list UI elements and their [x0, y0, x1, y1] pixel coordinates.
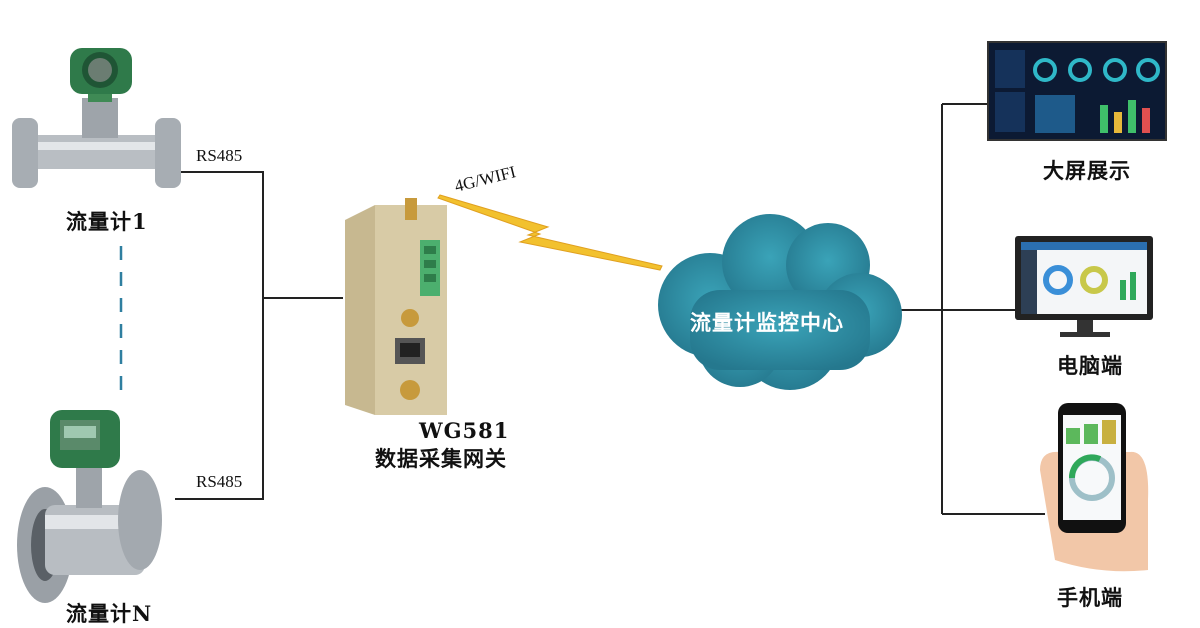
bigscreen-label: 大屏展示 — [1043, 158, 1131, 183]
gateway-name: 数据采集网关 — [375, 446, 507, 471]
cloud-icon — [658, 214, 902, 390]
gateway-model: WG581 — [419, 418, 510, 443]
rs485-line-bottom — [175, 298, 264, 500]
flow-meter-icon — [17, 410, 162, 603]
lightning-bolt-icon — [437, 194, 663, 271]
large-screen-icon — [987, 41, 1167, 141]
smartphone-icon — [1040, 403, 1149, 572]
rs485-line-top — [175, 171, 264, 298]
meter-n-label: 流量计N — [66, 601, 153, 626]
rs485-label-top: RS485 — [196, 146, 243, 165]
mobile-label: 手机端 — [1057, 585, 1123, 610]
monitor-icon — [1015, 236, 1153, 337]
gateway-device-icon — [345, 198, 447, 415]
flow-meter-icon — [12, 48, 181, 188]
meter-1-label: 流量计1 — [66, 209, 148, 234]
cloud-label: 流量计监控中心 — [690, 311, 844, 335]
rs485-label-bottom: RS485 — [196, 472, 243, 491]
pc-label: 电脑端 — [1057, 353, 1123, 378]
